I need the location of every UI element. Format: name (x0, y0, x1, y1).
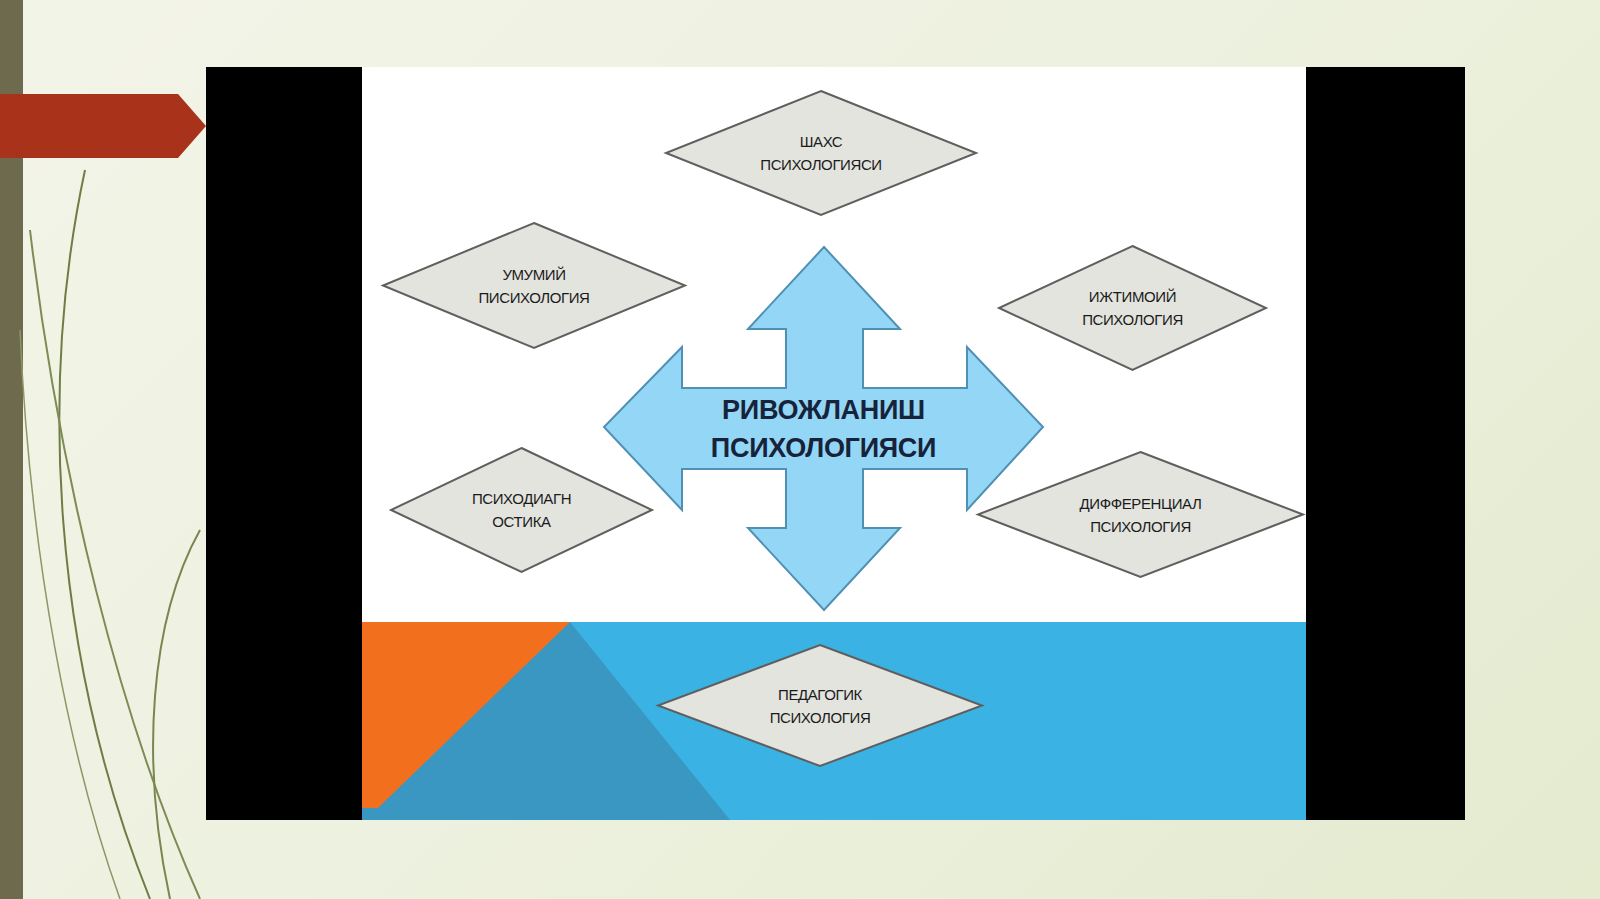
topic-diamond: ПЕДАГОГИК ПСИХОЛОГИЯ (657, 644, 983, 767)
topic-label: УМУМИЙ ПИСИХОЛОГИЯ (464, 263, 604, 309)
diamond-shape (665, 90, 977, 216)
decor-line (59, 170, 150, 899)
center-title: РИВОЖЛАНИШ ПСИХОЛОГИЯСИ (704, 391, 944, 467)
topic-label: ПЕДАГОГИК ПСИХОЛОГИЯ (750, 683, 890, 729)
topic-label: ИЖТИМОИЙ ПСИХОЛОГИЯ (1068, 285, 1198, 331)
diamond-outline (383, 223, 685, 348)
cross-arrow-node: РИВОЖЛАНИШ ПСИХОЛОГИЯСИ (604, 247, 1043, 610)
decor-line (153, 530, 200, 899)
topic-label: ШАХС ПСИХОЛОГИЯСИ (746, 130, 896, 176)
red-tab (0, 94, 206, 158)
dark-blue-triangle (362, 622, 730, 820)
topic-diamond: ШАХС ПСИХОЛОГИЯСИ (665, 90, 977, 216)
diamond-outline (391, 448, 652, 572)
diamond-outline (666, 91, 976, 215)
topic-label: ПСИХОДИАГН ОСТИКА (467, 487, 577, 533)
slide-frame (206, 67, 1465, 820)
diamond-shape (390, 447, 653, 573)
diamond-shape (998, 245, 1267, 371)
diamond-outline (658, 645, 982, 766)
cross-arrow-outline (604, 247, 1043, 610)
orange-triangle (362, 622, 570, 808)
diamond-shape (382, 222, 686, 349)
diamond-outline (999, 246, 1266, 370)
topic-diamond: ИЖТИМОИЙ ПСИХОЛОГИЯ (998, 245, 1267, 371)
diamond-outline (978, 452, 1303, 577)
decor-line (20, 330, 120, 899)
topic-diamond: ДИФФЕРЕНЦИАЛ ПСИХОЛОГИЯ (977, 451, 1304, 578)
diamond-shape (977, 451, 1304, 578)
topic-diamond: УМУМИЙ ПИСИХОЛОГИЯ (382, 222, 686, 349)
topic-label: ДИФФЕРЕНЦИАЛ ПСИХОЛОГИЯ (1066, 492, 1216, 538)
decor-line (30, 230, 200, 899)
blue-band (362, 622, 1306, 820)
topic-diamond: ПСИХОДИАГН ОСТИКА (390, 447, 653, 573)
diamond-shape (657, 644, 983, 767)
white-panel (362, 67, 1306, 622)
cross-arrow-shape (604, 247, 1043, 610)
